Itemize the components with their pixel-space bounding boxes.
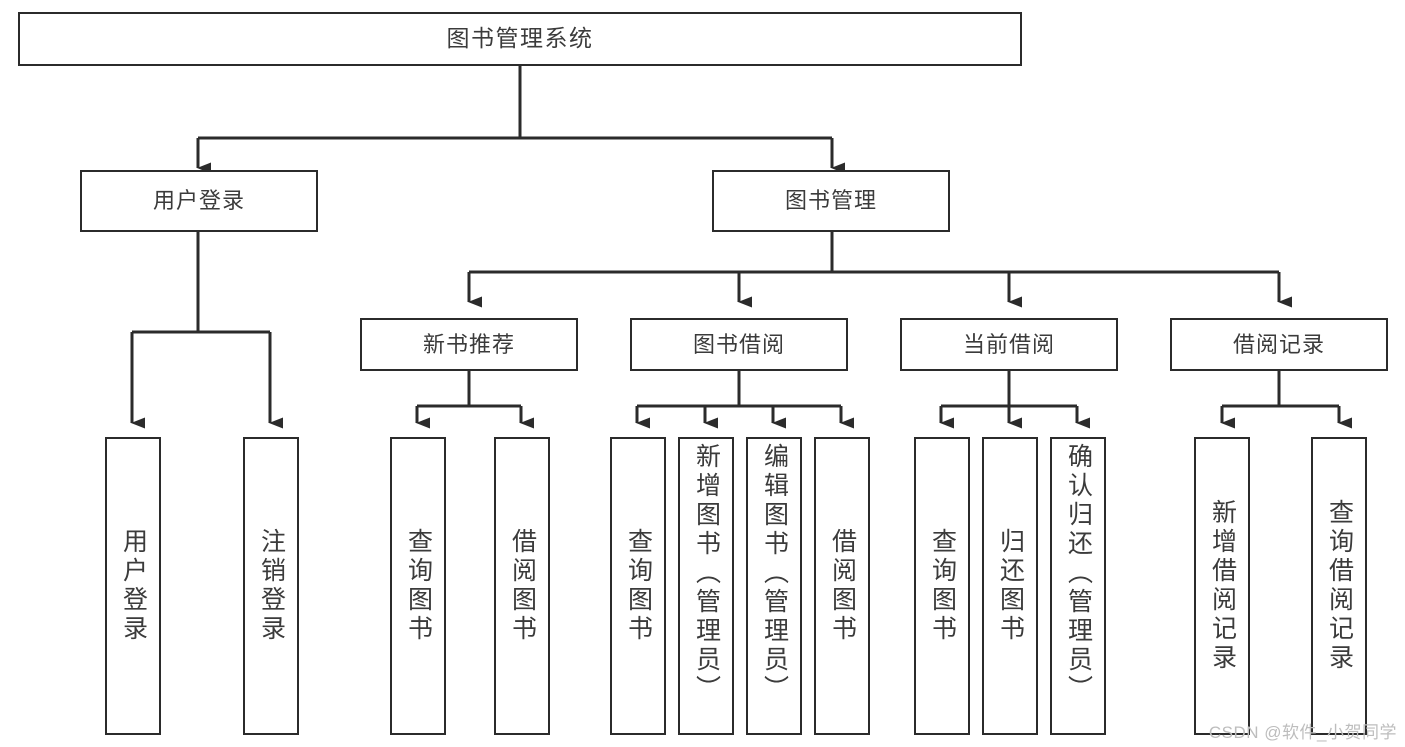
leaf-borrow-query-book[interactable]: 查询图书 (610, 437, 666, 735)
node-label: 确认归还（管理员） (1064, 443, 1093, 704)
node-label: 注销登录 (257, 528, 286, 644)
leaf-current-confirm-return-admin[interactable]: 确认归还（管理员） (1050, 437, 1106, 735)
node-label: 借阅图书 (508, 528, 537, 644)
node-root-book-management-system[interactable]: 图书管理系统 (18, 12, 1022, 66)
node-book-borrow[interactable]: 图书借阅 (630, 318, 848, 371)
leaf-user-login[interactable]: 用户登录 (105, 437, 161, 735)
node-label: 编辑图书（管理员） (760, 443, 789, 704)
csdn-watermark: CSDN @软件_小贺同学 (1208, 723, 1397, 742)
leaf-borrow-lend-book[interactable]: 借阅图书 (814, 437, 870, 735)
leaf-record-add-record[interactable]: 新增借阅记录 (1194, 437, 1250, 735)
node-borrow-record[interactable]: 借阅记录 (1170, 318, 1388, 371)
node-label: 查询图书 (928, 528, 957, 644)
leaf-current-return-book[interactable]: 归还图书 (982, 437, 1038, 735)
node-label: 当前借阅 (962, 331, 1055, 357)
node-current-borrow[interactable]: 当前借阅 (900, 318, 1118, 371)
leaf-borrow-edit-book-admin[interactable]: 编辑图书（管理员） (746, 437, 802, 735)
leaf-record-query-record[interactable]: 查询借阅记录 (1311, 437, 1367, 735)
node-label: 查询图书 (624, 528, 653, 644)
node-label: 图书管理系统 (446, 25, 594, 52)
node-label: 新书推荐 (422, 331, 515, 357)
leaf-newbook-query-book[interactable]: 查询图书 (390, 437, 446, 735)
leaf-logout[interactable]: 注销登录 (243, 437, 299, 735)
node-label: 借阅记录 (1232, 331, 1325, 357)
leaf-current-query-book[interactable]: 查询图书 (914, 437, 970, 735)
node-new-book-recommend[interactable]: 新书推荐 (360, 318, 578, 371)
node-book-management[interactable]: 图书管理 (712, 170, 950, 232)
node-label: 用户登录 (152, 188, 245, 214)
node-label: 借阅图书 (828, 528, 857, 644)
leaf-borrow-add-book-admin[interactable]: 新增图书（管理员） (678, 437, 734, 735)
node-user-login[interactable]: 用户登录 (80, 170, 318, 232)
node-label: 图书借阅 (692, 331, 785, 357)
node-label: 新增借阅记录 (1208, 499, 1237, 673)
node-label: 查询借阅记录 (1325, 499, 1354, 673)
node-label: 用户登录 (119, 528, 148, 644)
node-label: 图书管理 (784, 188, 877, 214)
leaf-newbook-borrow-book[interactable]: 借阅图书 (494, 437, 550, 735)
node-label: 归还图书 (996, 528, 1025, 644)
node-label: 新增图书（管理员） (692, 443, 721, 704)
node-label: 查询图书 (404, 528, 433, 644)
